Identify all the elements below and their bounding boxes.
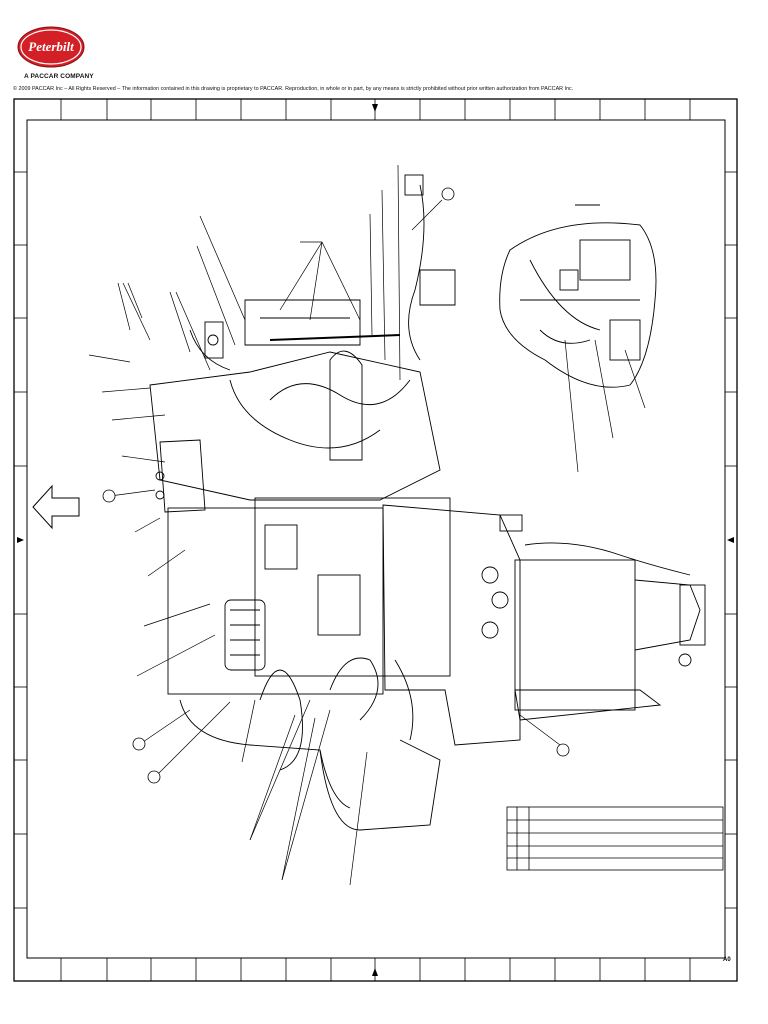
copyright-notice: © 2009 PACCAR Inc – All Rights Reserved … (13, 86, 574, 92)
left-arrow-icon (32, 484, 80, 530)
svg-text:Peterbilt: Peterbilt (28, 39, 74, 54)
outer-border (13, 98, 738, 982)
detail-view (499, 204, 657, 388)
inner-border (26, 119, 726, 959)
leader-lines (88, 164, 646, 886)
centering-marks (17, 99, 734, 981)
zone-ticks-bottom (60, 958, 691, 981)
peterbilt-logo: Peterbilt (17, 26, 85, 68)
title-block (506, 806, 724, 871)
zone-ticks-sides (14, 171, 737, 909)
zone-ticks-top (60, 99, 691, 120)
company-tagline: A PACCAR COMPANY (24, 73, 94, 80)
callout-balloons (102, 187, 570, 784)
sheet-size-label: A0 (723, 957, 731, 963)
engine-illustration (149, 174, 706, 831)
